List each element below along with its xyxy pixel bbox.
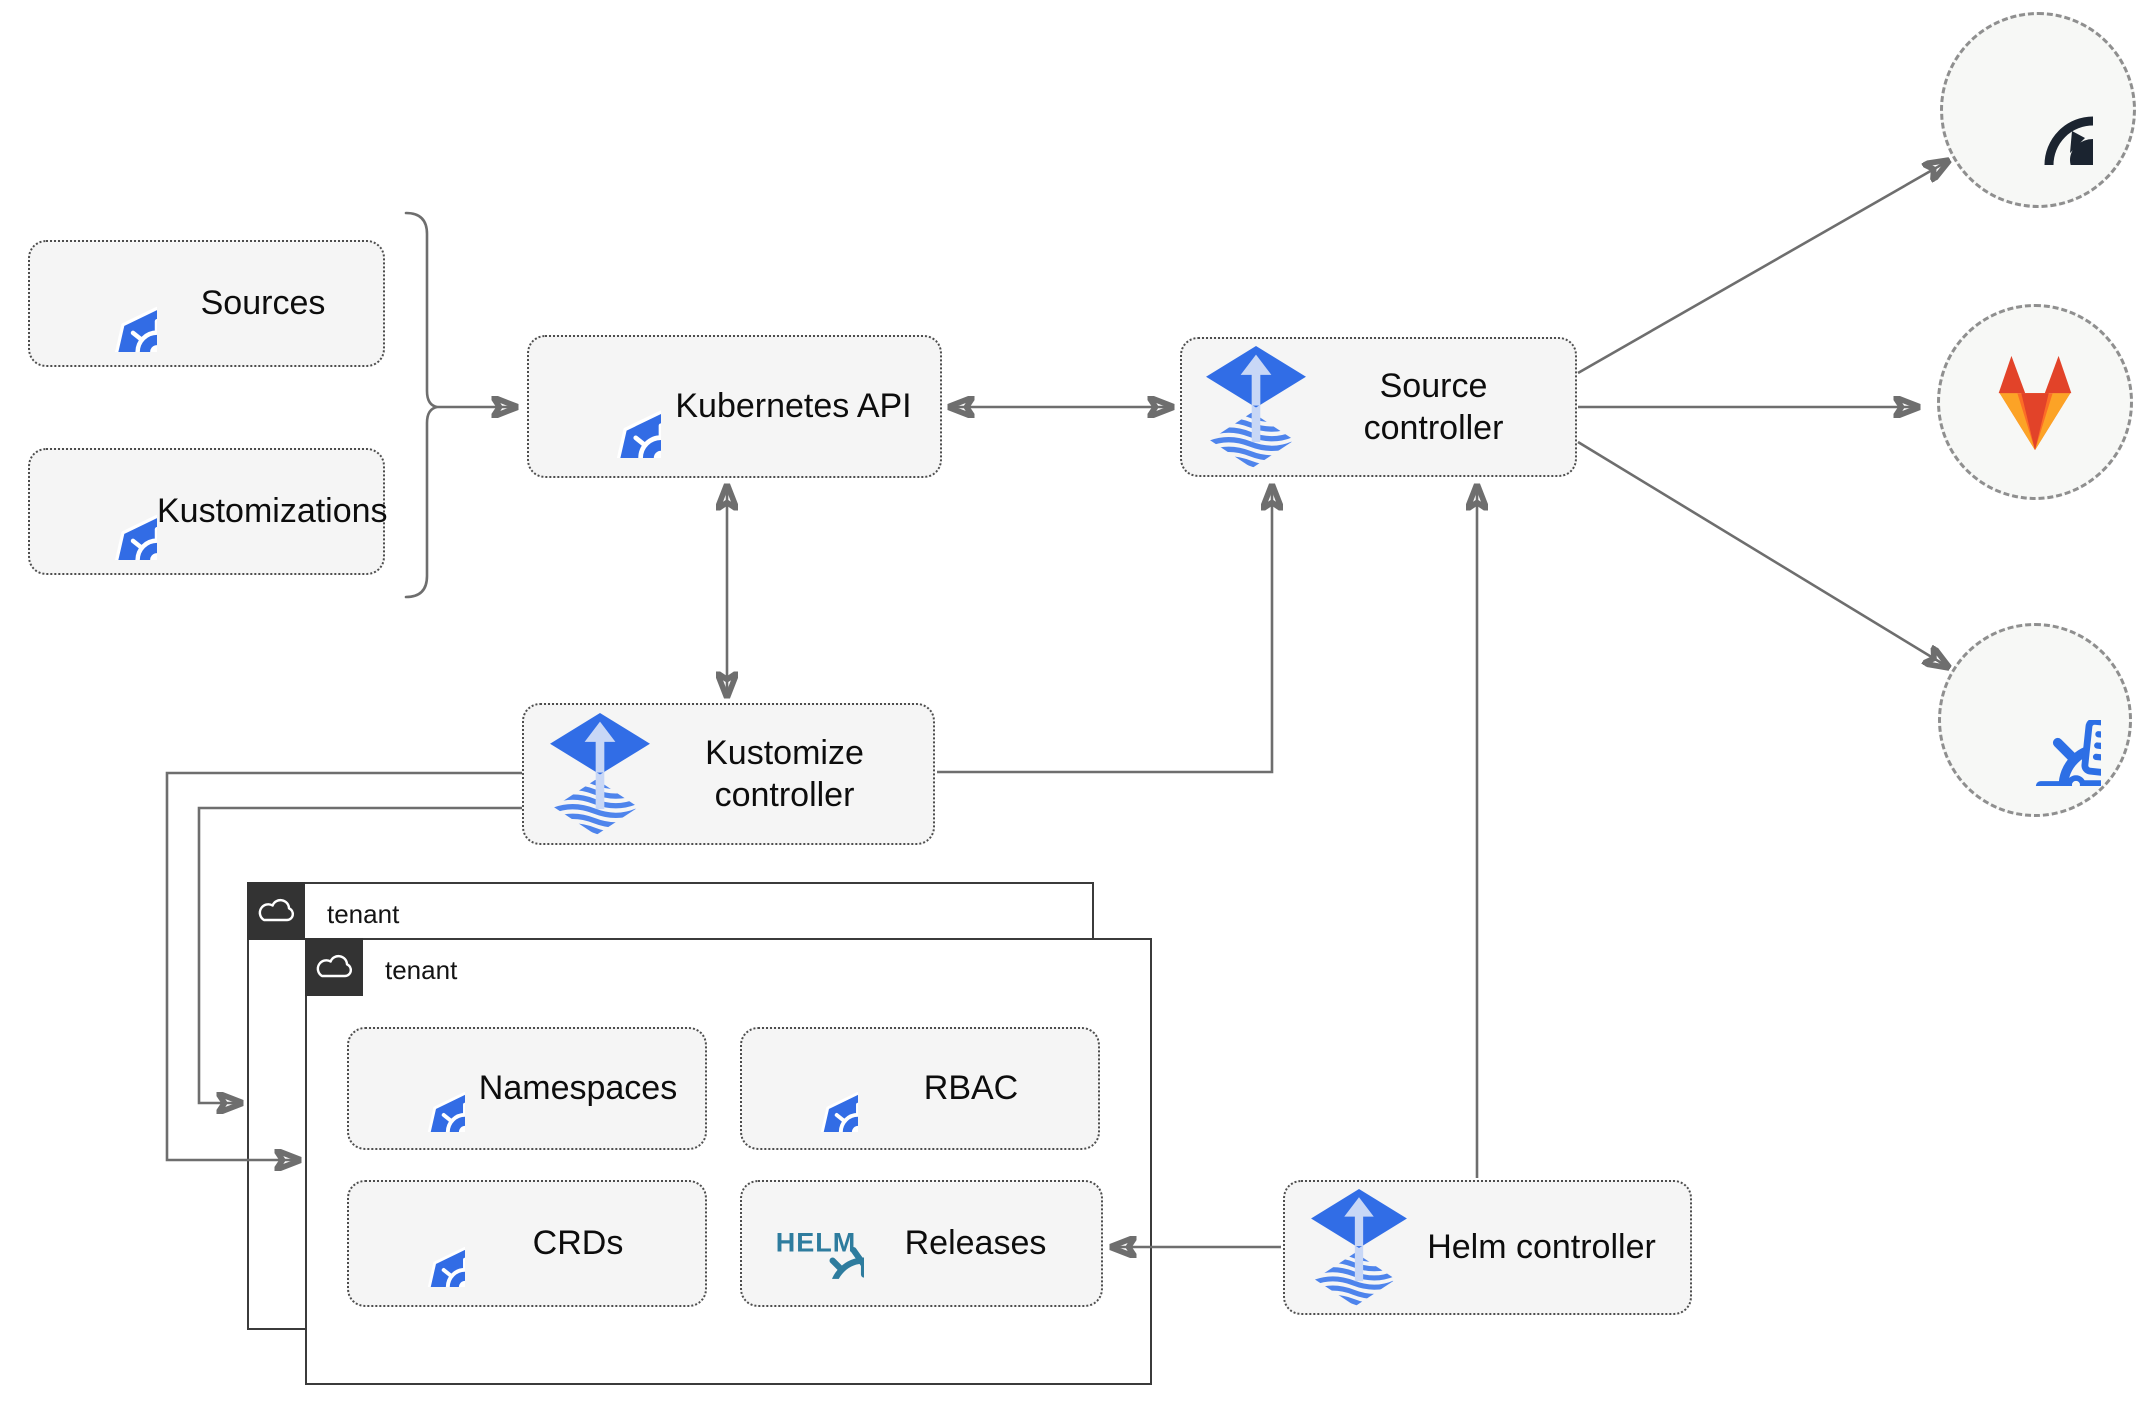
node-kustomize-controller: Kustomize controller (522, 703, 935, 845)
node-helm-controller: Helm controller (1283, 1180, 1692, 1315)
arrow-source-to-github (1577, 161, 1948, 375)
node-sources: Sources (28, 240, 385, 367)
node-label-kustomize-controller: Kustomize controller (705, 733, 864, 815)
bucket-node (1938, 623, 2132, 817)
bucket-icon (1969, 654, 2101, 786)
github-icon (1983, 55, 2093, 165)
tenant-box-front: tenant (305, 938, 1152, 1385)
node-label-helm-controller: Helm controller (1427, 1228, 1656, 1267)
helm-logo-text: HELM (775, 1226, 857, 1257)
gitlab-icon (1976, 348, 2094, 456)
flux-icon (1311, 1189, 1407, 1307)
gitlab-node (1937, 304, 2133, 500)
kubernetes-icon (379, 1046, 465, 1132)
node-label-source-controller: Source controller (1363, 366, 1504, 448)
node-label-namespaces: Namespaces (478, 1069, 678, 1108)
node-crds: CRDs (347, 1180, 707, 1307)
flux-icon (550, 713, 650, 836)
tenant-header (305, 938, 363, 996)
brace-sources-group (404, 211, 438, 599)
node-label-kubernetes-api: Kubernetes API (675, 387, 912, 426)
github-node (1940, 12, 2136, 208)
flux-icon (1206, 346, 1306, 469)
node-label-releases: Releases (904, 1224, 1047, 1263)
node-label-crds: CRDs (532, 1224, 624, 1263)
node-source-controller: Source controller (1180, 337, 1577, 477)
tenant-label: tenant (385, 955, 458, 985)
arrow-source-to-bucket (1577, 440, 1948, 667)
kubernetes-icon (379, 1201, 465, 1287)
cloud-icon (315, 953, 353, 981)
node-label-kustomizations: Kustomizations (157, 492, 388, 531)
cloud-icon (257, 897, 295, 925)
kubernetes-icon (60, 463, 157, 560)
node-releases: HELM Releases (740, 1180, 1103, 1307)
tenant-label: tenant (327, 899, 400, 929)
kubernetes-icon (559, 356, 661, 458)
node-label-sources: Sources (200, 284, 326, 323)
helm-icon: HELM (768, 1196, 864, 1292)
kubernetes-icon (772, 1046, 858, 1132)
node-rbac: RBAC (740, 1027, 1100, 1150)
arrow-kustomize-to-source-controller (937, 486, 1272, 774)
node-kustomizations: Kustomizations (28, 448, 388, 575)
node-kubernetes-api: Kubernetes API (527, 335, 942, 478)
node-label-rbac: RBAC (923, 1069, 1019, 1108)
kubernetes-icon (60, 255, 157, 352)
tenant-header (247, 882, 305, 940)
node-namespaces: Namespaces (347, 1027, 707, 1150)
